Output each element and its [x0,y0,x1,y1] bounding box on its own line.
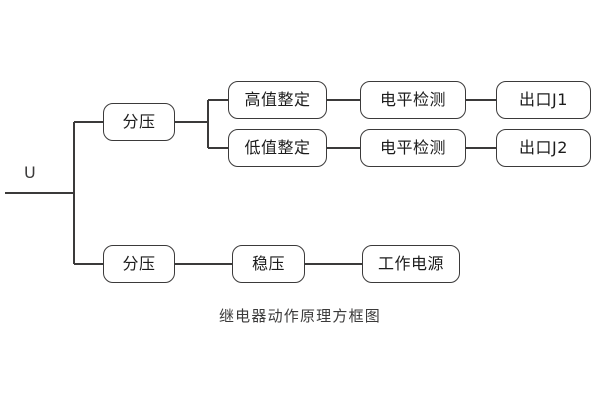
node-output-j1-label: 出口J1 [519,90,568,109]
node-output-j1[interactable]: 出口J1 [496,81,591,119]
node-level-detect-1[interactable]: 电平检测 [360,81,466,119]
node-divider-bottom[interactable]: 分压 [103,245,175,283]
node-divider-top[interactable]: 分压 [103,103,175,141]
node-regulator-label: 稳压 [251,254,285,273]
node-output-j2-label: 出口J2 [519,138,568,157]
input-voltage-source-label: U [24,163,37,182]
diagram-caption: 继电器动作原理方框图 [218,307,381,325]
node-level-detect-1-label: 电平检测 [379,90,446,109]
node-low-set[interactable]: 低值整定 [228,129,327,167]
node-work-supply[interactable]: 工作电源 [362,245,460,283]
node-divider-bottom-label: 分压 [122,254,156,273]
node-level-detect-2-label: 电平检测 [379,138,446,157]
node-regulator[interactable]: 稳压 [232,245,305,283]
node-output-j2[interactable]: 出口J2 [496,129,591,167]
node-level-detect-2[interactable]: 电平检测 [360,129,466,167]
node-high-set-label: 高值整定 [244,90,311,109]
node-work-supply-label: 工作电源 [377,254,444,273]
node-low-set-label: 低值整定 [244,138,311,157]
node-high-set[interactable]: 高值整定 [228,81,327,119]
node-divider-top-label: 分压 [122,112,156,131]
